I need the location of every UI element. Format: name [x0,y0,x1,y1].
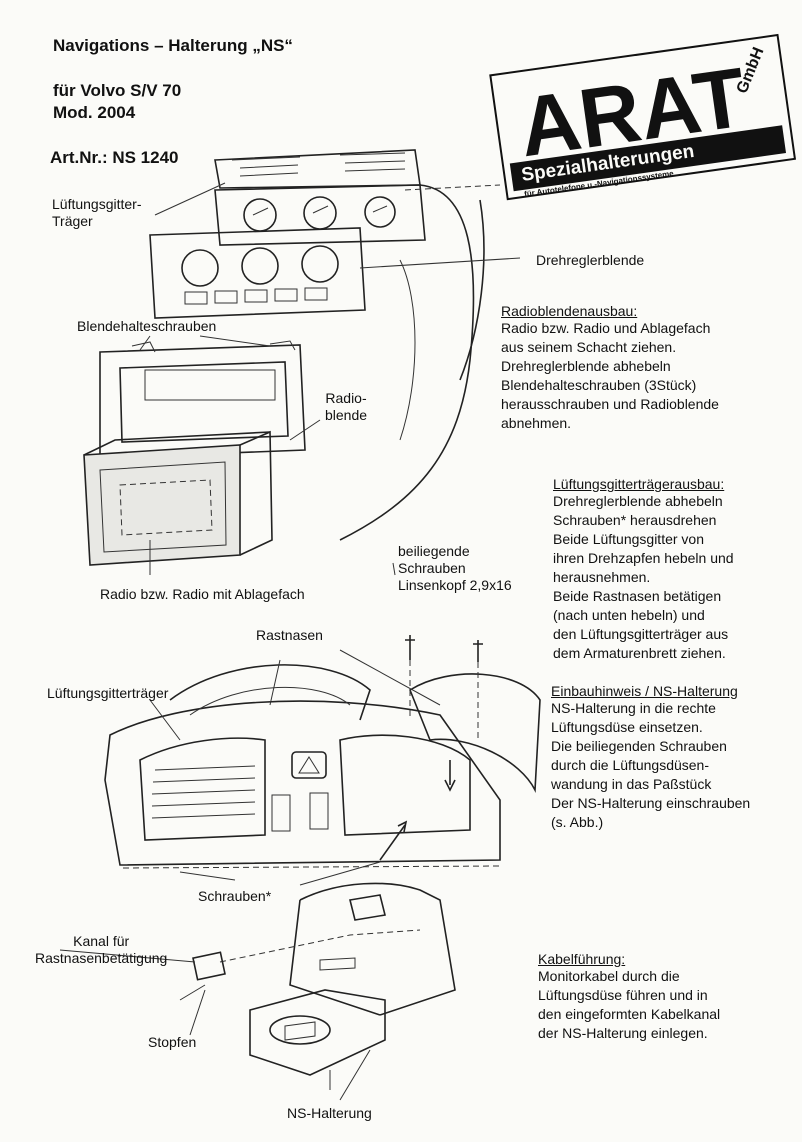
section-heading: Lüftungsgitterträgerausbau: [553,476,725,492]
article-number: Art.Nr.: NS 1240 [50,148,179,167]
section-einbauhinweis: Einbauhinweis / NS-Halterung NS-Halterun… [551,683,750,832]
arat-logo: ARAT GmbH Spezialhalterungen für Autotel… [489,33,797,201]
section-heading: Kabelführung: [538,951,626,967]
section-body: Radio bzw. Radio und Ablagefach aus sein… [501,320,719,431]
label-lueftungsgittertraeger-mid: Lüftungsgitterträger [47,685,169,701]
model-line: Mod. 2004 [53,103,136,122]
ns-holder-illustration [59,882,456,1101]
section-body: Monitorkabel durch die Lüftungsdüse führ… [538,968,721,1041]
label-schrauben-star: Schrauben* [198,888,272,904]
label-stopfen: Stopfen [148,1034,197,1050]
vent-carrier-illustration [104,562,541,886]
label-radio-ablagefach: Radio bzw. Radio mit Ablagefach [100,586,305,602]
vehicle-line: für Volvo S/V 70 [53,81,182,100]
upper-dashboard-illustration [83,149,521,575]
label-blendehalteschrauben: Blendehalteschrauben [77,318,217,334]
section-heading: Radioblendenausbau: [501,303,638,319]
label-radioblende: Radio- blende [325,390,368,423]
label-rastnasen: Rastnasen [256,627,323,643]
label-ns-halterung: NS-Halterung [287,1105,372,1121]
label-beiliegende-schrauben: beiliegende Schrauben Linsenkopf 2,9x16 [398,543,512,593]
section-body: Drehreglerblende abhebeln Schrauben* her… [553,493,734,661]
label-drehreglerblende: Drehreglerblende [536,252,645,268]
section-radioblendenausbau: Radioblendenausbau: Radio bzw. Radio und… [501,303,719,433]
section-kabelfuehrung: Kabelführung: Monitorkabel durch die Lüf… [538,951,720,1043]
section-body: NS-Halterung in die rechte Lüftungsdüse … [551,700,751,830]
section-heading: Einbauhinweis / NS-Halterung [551,683,738,699]
label-kanal-rastnasenbetaetigung: Kanal für Rastnasenbetätigung [35,933,168,966]
label-lueftungsgittertraeger-top: Lüftungsgitter- Träger [52,196,142,229]
section-lueftungsgittertraegerausbau: Lüftungsgitterträgerausbau: Drehreglerbl… [553,476,734,663]
document-title: Navigations – Halterung „NS“ [53,36,293,55]
